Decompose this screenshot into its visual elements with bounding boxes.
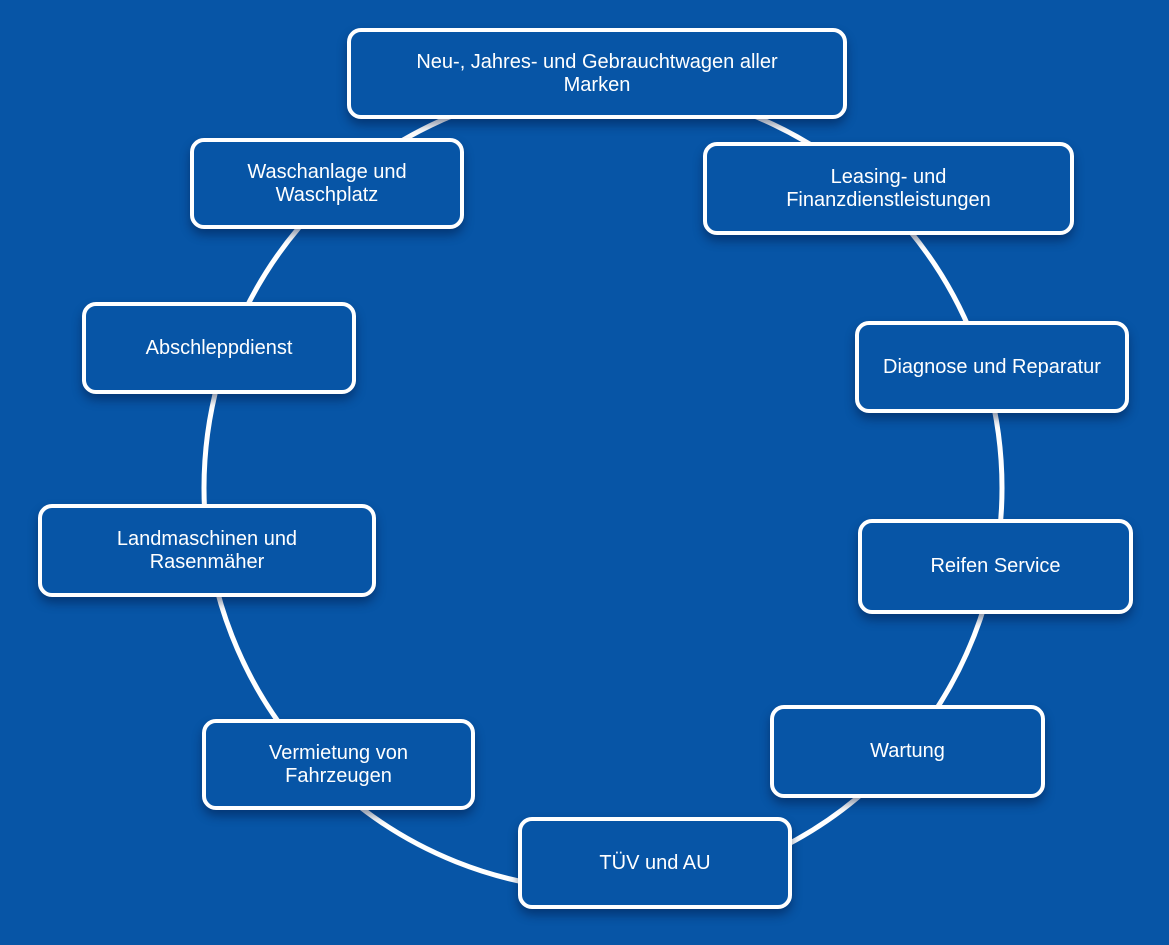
node-leasing-finance: Leasing- und Finanzdienstleistungen [703, 142, 1074, 235]
node-vehicle-rental: Vermietung von Fahrzeugen [202, 719, 475, 810]
node-label: Leasing- und Finanzdienstleistungen [786, 165, 991, 211]
node-label: Vermietung von Fahrzeugen [269, 741, 408, 787]
node-label: Diagnose und Reparatur [883, 355, 1101, 378]
node-agricultural-machines: Landmaschinen und Rasenmäher [38, 504, 376, 597]
node-tire-service: Reifen Service [858, 519, 1133, 614]
node-label: Landmaschinen und Rasenmäher [116, 527, 298, 573]
node-label: TÜV und AU [599, 851, 711, 874]
node-tuev-au: TÜV und AU [518, 817, 792, 909]
node-label: Reifen Service [930, 555, 1061, 577]
node-label: Waschanlage und Waschplatz [247, 160, 407, 206]
node-label: Neu-, Jahres- und Gebrauchtwagen aller M… [416, 50, 778, 96]
node-car-wash: Waschanlage und Waschplatz [190, 138, 464, 229]
node-towing-service: Abschleppdienst [82, 302, 356, 394]
node-diagnosis-repair: Diagnose und Reparatur [855, 321, 1129, 413]
node-label: Abschleppdienst [145, 336, 293, 359]
node-label: Wartung [870, 740, 945, 762]
node-new-used-cars: Neu-, Jahres- und Gebrauchtwagen aller M… [347, 28, 847, 119]
node-maintenance: Wartung [770, 705, 1045, 798]
